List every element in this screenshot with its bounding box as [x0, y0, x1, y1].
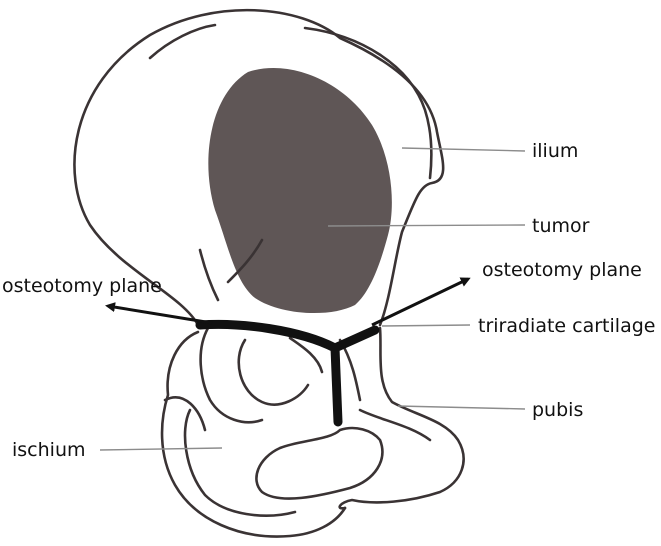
tumor-inner-curve — [226, 238, 264, 284]
osteotomy-arrow-left — [105, 302, 213, 325]
ilium-inner-contour — [303, 26, 433, 180]
ischium-inner-contour — [183, 408, 297, 517]
tumor-leader-line — [327, 224, 526, 227]
acetabulum-rim — [199, 326, 264, 424]
osteotomy-plane-left-label: osteotomy plane — [2, 275, 162, 297]
triradiate-cartilage-label: triradiate cartilage — [478, 315, 655, 337]
tumor-region — [208, 68, 392, 314]
osteotomy-arrow-right — [371, 277, 471, 327]
ischium-leader-line — [99, 447, 223, 451]
pubis-label: pubis — [532, 399, 583, 421]
pubis-leader-line — [397, 405, 526, 410]
acetabular-fossa — [288, 336, 324, 374]
ilium-label: ilium — [532, 140, 578, 162]
ilium-outline — [73, 8, 445, 327]
ischium-tuberosity-line — [163, 396, 207, 432]
ischium-outline — [160, 330, 347, 538]
triradiate-cartilage — [195, 319, 380, 427]
pubis-outline — [338, 326, 465, 510]
ilium-inner-ridge — [198, 248, 220, 302]
iliac-crest-line — [148, 23, 217, 60]
pubis-inner-contour — [358, 408, 432, 442]
tumor-label: tumor — [532, 215, 590, 237]
acetabulum-inner — [237, 338, 310, 406]
ilium-leader-line — [401, 147, 526, 152]
osteotomy-plane-right-label: osteotomy plane — [482, 259, 642, 281]
obturator-foramen — [255, 426, 384, 500]
triradiate-leader-line — [381, 324, 471, 327]
ischium-label: ischium — [12, 439, 86, 461]
